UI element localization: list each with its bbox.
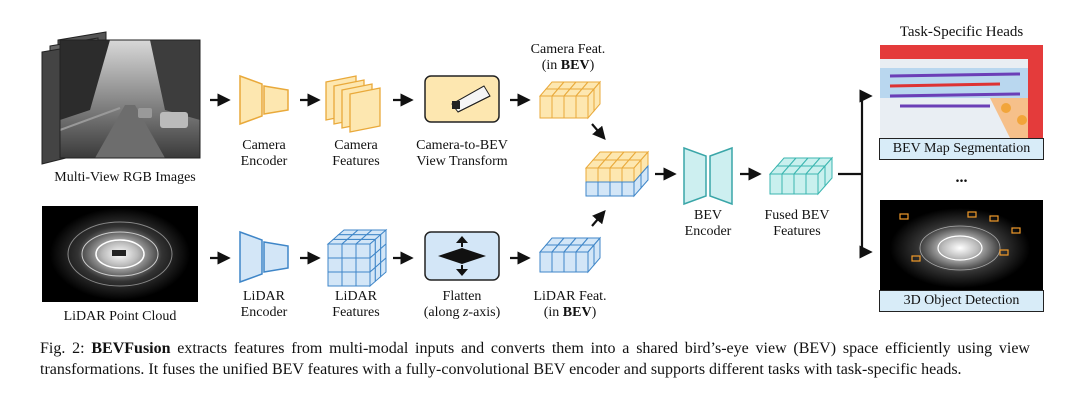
caption-method-name: BEVFusion	[91, 340, 171, 357]
task-heads-title: Task-Specific Heads	[899, 24, 1024, 40]
lidar-point-cloud-thumbnail	[42, 206, 198, 302]
heads-ellipsis: ...	[955, 169, 968, 186]
lidar-bev-cube	[538, 236, 602, 274]
lidar-encoder-shape	[239, 230, 289, 284]
bevfusion-figure: Multi-View RGB Images LiDAR Point Cloud …	[41, 24, 1044, 324]
bev-encoder-shape	[683, 146, 733, 206]
view-transform-shape	[424, 75, 500, 123]
figure-diagram	[41, 31, 1043, 302]
fused-bev-cube	[768, 156, 834, 196]
branch-to-heads	[838, 89, 873, 259]
camera-bev-cube	[538, 80, 602, 120]
camera-bev-feat-label: Camera Feat. (in BEV)	[530, 42, 606, 73]
concatenated-bev-cube	[584, 150, 650, 198]
camera-encoder-shape	[239, 74, 289, 126]
camera-features-shape	[325, 75, 381, 133]
figure-caption: Fig. 2: BEVFusion extracts features from…	[40, 338, 1030, 380]
segmentation-head-label: BEV Map Segmentation	[879, 138, 1044, 160]
input-lidar-label: LiDAR Point Cloud	[63, 309, 177, 324]
caption-text: extracts features from multi-modal input…	[40, 340, 1030, 378]
caption-fig-label: Fig. 2:	[40, 340, 92, 357]
arrow-camera-bev-to-fusion	[591, 123, 606, 141]
input-camera-label: Multi-View RGB Images	[54, 170, 196, 185]
lidar-bev-feat-label: LiDAR Feat. (in BEV)	[533, 289, 607, 320]
detection-head-label: 3D Object Detection	[879, 290, 1044, 312]
3d-object-detection-image	[880, 200, 1043, 292]
flatten-shape	[424, 231, 500, 281]
arrow-lidar-bev-to-fusion	[591, 209, 606, 227]
lidar-features-voxel-cube	[326, 228, 388, 288]
flatten-label: Flatten (along z-axis)	[423, 289, 501, 320]
multi-view-images-thumbnail	[41, 31, 201, 165]
bev-map-segmentation-image	[880, 45, 1043, 138]
